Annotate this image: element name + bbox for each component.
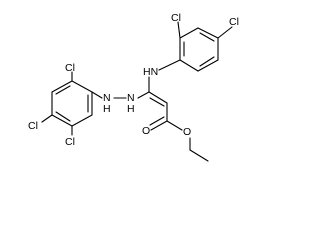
atom-cl-ring2-para: Cl [28, 120, 38, 132]
atom-o-ester: O [183, 126, 191, 138]
atom-cl-ring1-ortho: Cl [171, 12, 181, 24]
molecule-structure-diagram: Cl Cl HN N H N H Cl Cl Cl O O [28, 12, 239, 162]
ring-dichlorophenyl [177, 21, 233, 72]
atom-n-ring2-side: N [103, 92, 111, 104]
atom-n-hydrazine: N [127, 92, 135, 104]
atom-cl-ring2-ortho-bottom: Cl [65, 136, 75, 148]
ring-trichlorophenyl [41, 71, 103, 136]
atom-nh-amine: HN [143, 66, 158, 78]
atom-cl-ring1-para: Cl [229, 16, 239, 28]
atom-cl-ring2-ortho-top: Cl [65, 62, 75, 74]
atom-h-hydrazine: H [127, 103, 135, 115]
backbone-chain [113, 59, 209, 162]
atom-o-carbonyl: O [142, 125, 150, 137]
atom-h-ring2-side: H [103, 103, 111, 115]
